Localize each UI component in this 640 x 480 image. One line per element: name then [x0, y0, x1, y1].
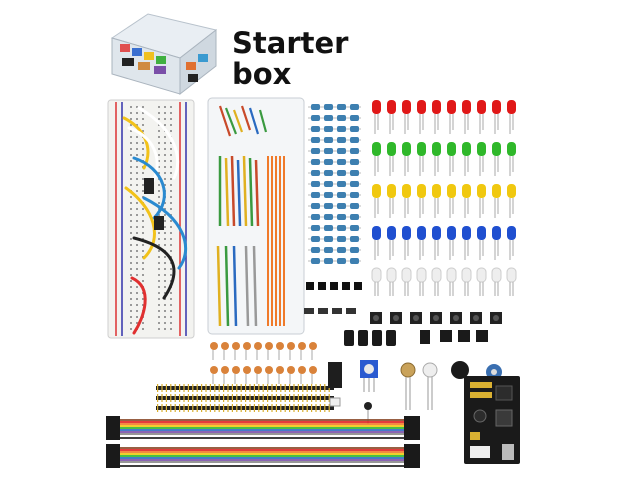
pin-headers-image [156, 384, 334, 412]
breadboard-image [107, 99, 195, 339]
misc-parts-image [328, 360, 502, 424]
power-module-image [464, 376, 520, 464]
resistor-set-image [308, 104, 361, 264]
components-row-image [304, 282, 502, 346]
storage-box-image [110, 13, 218, 96]
title-line-1: Starter [232, 26, 349, 60]
dupont-cables-image [106, 416, 420, 468]
title-line-2: box [232, 57, 292, 91]
ceramic-capacitors-image [210, 342, 317, 384]
jumper-wire-kit-image [207, 97, 305, 335]
led-grid-image [371, 100, 517, 296]
page-title: Starter box [232, 28, 372, 90]
